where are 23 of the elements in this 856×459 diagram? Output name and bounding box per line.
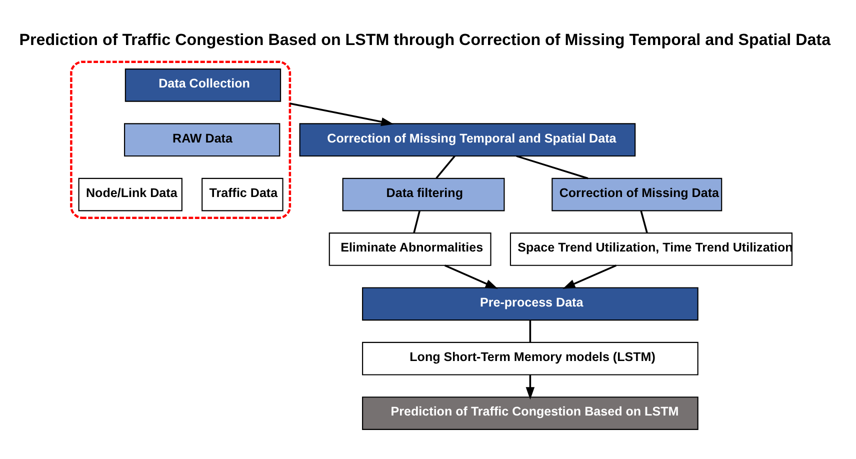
node-box: RAW Data (124, 123, 280, 157)
node-box: Data Collection (124, 68, 282, 102)
node-box: Pre-process Data (362, 287, 698, 321)
connector (529, 320, 532, 342)
node-box: Correction of Missing Temporal and Spatial Data (299, 123, 636, 157)
node-box: Space Trend Utilization, Time Trend Utilization (510, 232, 792, 266)
node-box: Data filtering (342, 178, 505, 212)
diagram-title: Prediction of Traffic Congestion Based on LSTM through Correction of Missing Temporal and Spatial Data (19, 31, 831, 50)
node-box: Correction of Missing Data (552, 178, 722, 212)
node-box: Eliminate Abnormalities (328, 232, 492, 266)
arrow (290, 102, 394, 126)
connector (516, 155, 588, 180)
node-box: Traffic Data (202, 178, 284, 212)
arrow (526, 374, 535, 400)
connector (640, 210, 648, 234)
cluster (70, 60, 292, 219)
connector (436, 155, 456, 179)
node-box: Long Short-Term Memory models (LSTM) (362, 342, 698, 376)
arrow (444, 264, 498, 289)
connector (413, 210, 420, 234)
arrow (562, 264, 617, 289)
node-box: Prediction of Traffic Congestion Based on LSTM (362, 396, 698, 430)
node-box: Node/Link Data (78, 178, 182, 212)
